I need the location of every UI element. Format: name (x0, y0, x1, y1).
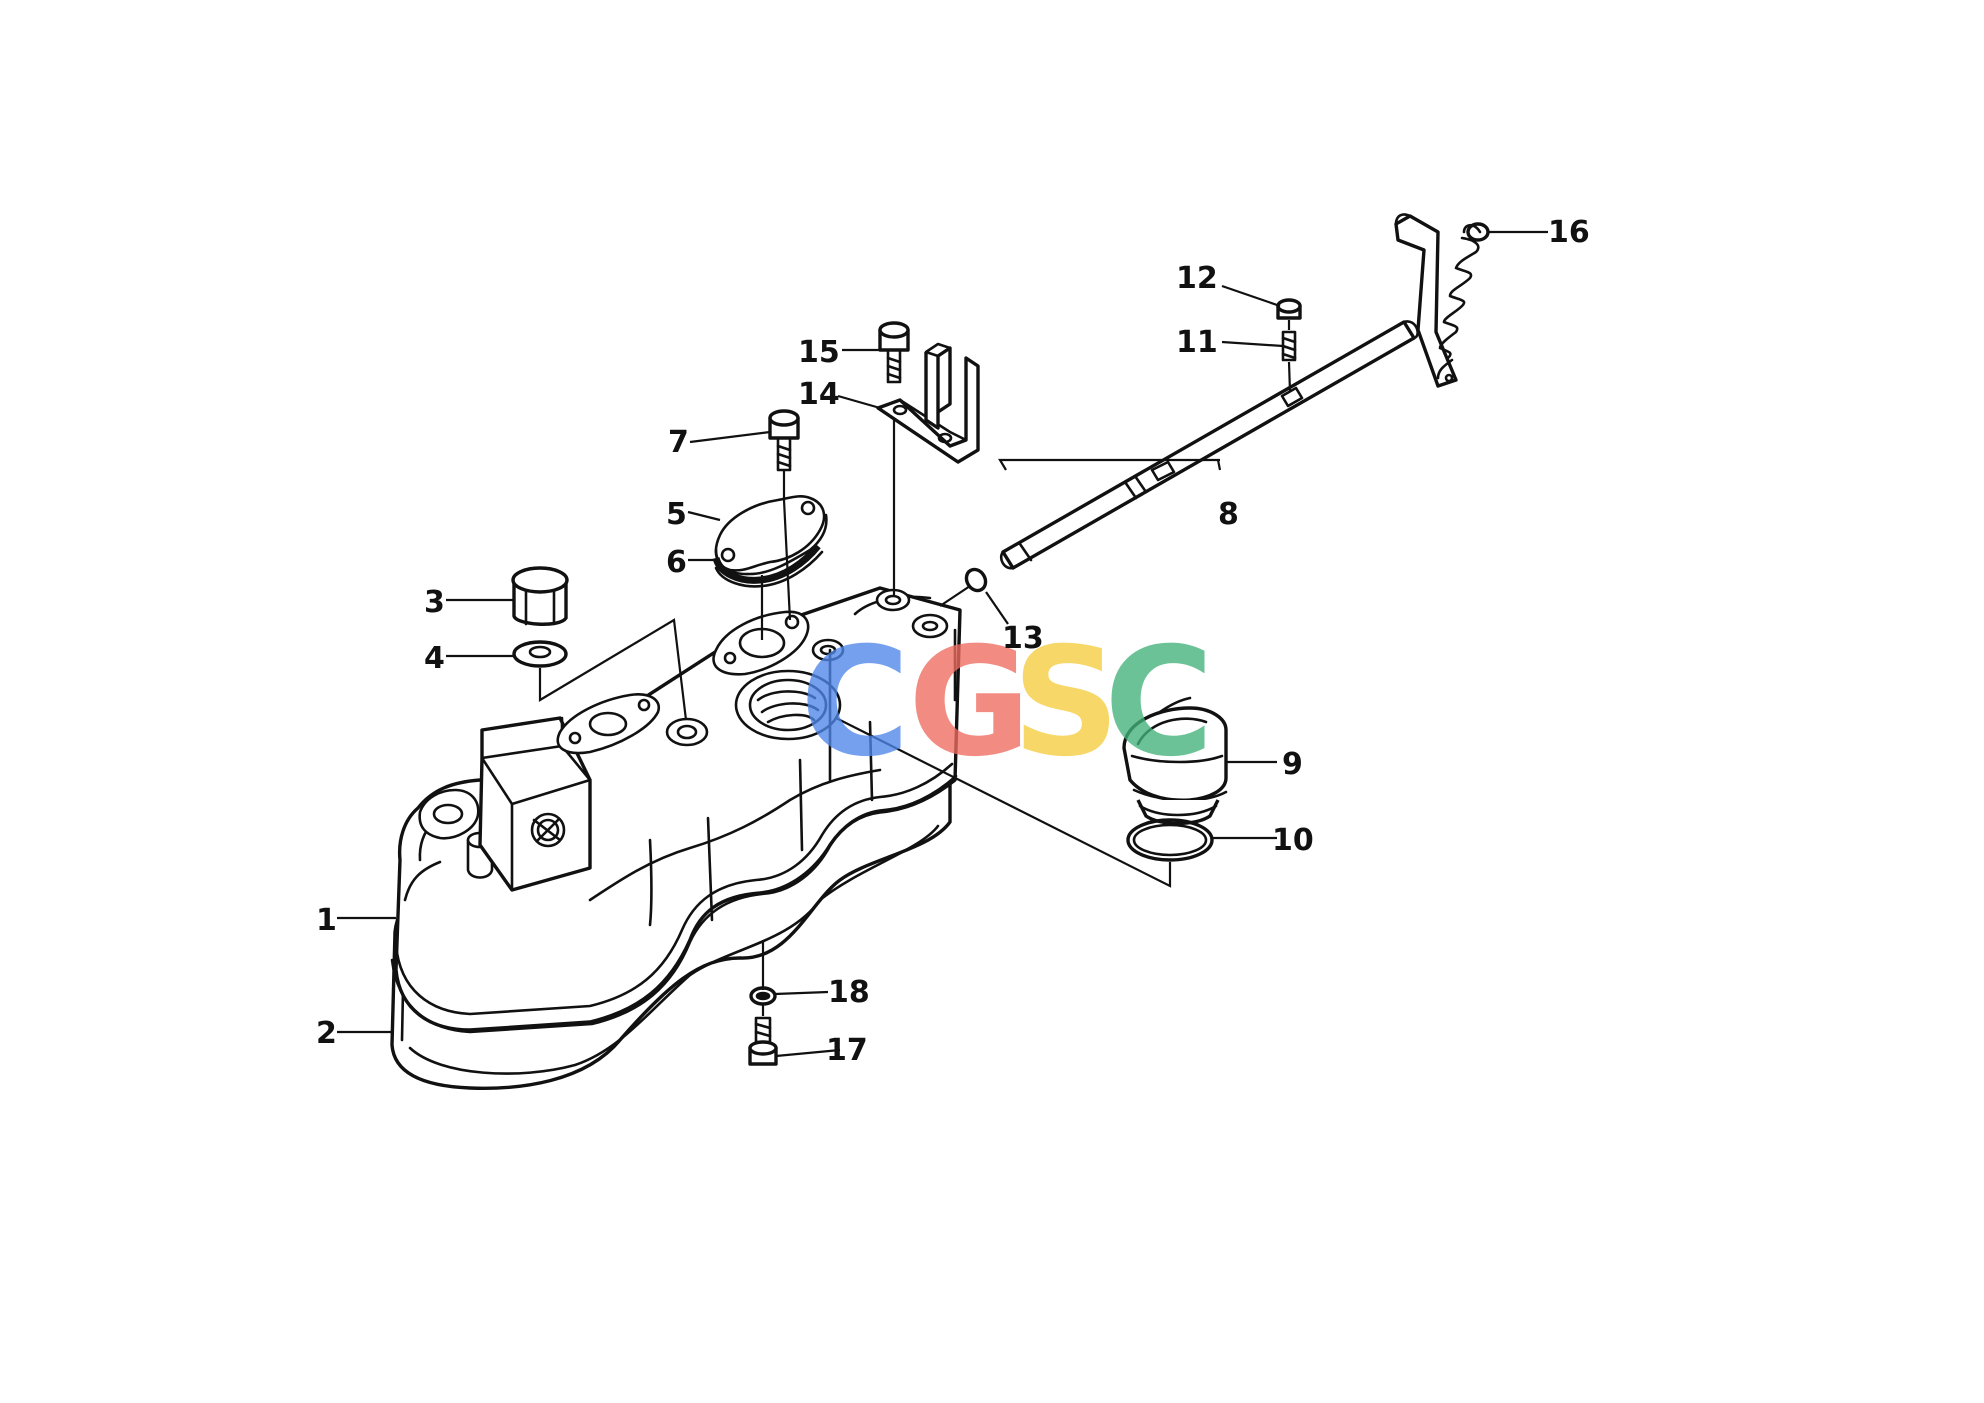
callout-12: 12 (1176, 261, 1218, 296)
part-nut-12 (1276, 298, 1302, 320)
callout-10: 10 (1272, 823, 1314, 858)
callout-4: 4 (424, 641, 445, 676)
callout-2: 2 (316, 1016, 337, 1051)
part-valve-cover (390, 586, 962, 1034)
part-filler-cap (1122, 696, 1228, 826)
part-bolt-15 (878, 321, 910, 384)
part-spring-loop (1466, 222, 1490, 242)
part-o-ring (1126, 818, 1214, 862)
callout-3: 3 (424, 585, 445, 620)
part-washer (512, 640, 568, 668)
callout-9: 9 (1282, 747, 1303, 782)
callout-5: 5 (666, 497, 687, 532)
callouts: 1 2 3 4 5 6 7 8 9 10 11 12 13 14 15 16 1… (316, 215, 1590, 1068)
part-washer-18 (749, 986, 777, 1006)
callout-8: 8 (1218, 497, 1239, 532)
callout-11: 11 (1176, 325, 1218, 360)
callout-16: 16 (1548, 215, 1590, 250)
part-lever (1394, 213, 1458, 388)
part-bolt-17 (748, 1016, 778, 1066)
callout-7: 7 (668, 425, 689, 460)
part-o-ring-small (964, 567, 988, 593)
callout-18: 18 (828, 975, 870, 1010)
watermark-letter-2: G (908, 616, 1031, 790)
callout-1: 1 (316, 903, 337, 938)
watermark-letter-4: C (1104, 616, 1214, 790)
watermark-letter-3: S (1012, 616, 1120, 790)
callout-14: 14 (798, 377, 840, 412)
part-cap-nut (511, 566, 569, 626)
part-bolt-7 (768, 409, 800, 472)
part-screw-11 (1281, 330, 1297, 362)
callout-13: 13 (1002, 621, 1044, 656)
callout-17: 17 (826, 1033, 868, 1068)
assembly-lines (538, 320, 1292, 1016)
callout-6: 6 (666, 545, 687, 580)
part-shaft (999, 320, 1419, 570)
leader-lines (337, 230, 1548, 1058)
callout-15: 15 (798, 335, 840, 370)
part-bracket (876, 342, 980, 464)
watermark: C G S C (800, 616, 1214, 790)
watermark-letter-1: C (800, 616, 910, 790)
